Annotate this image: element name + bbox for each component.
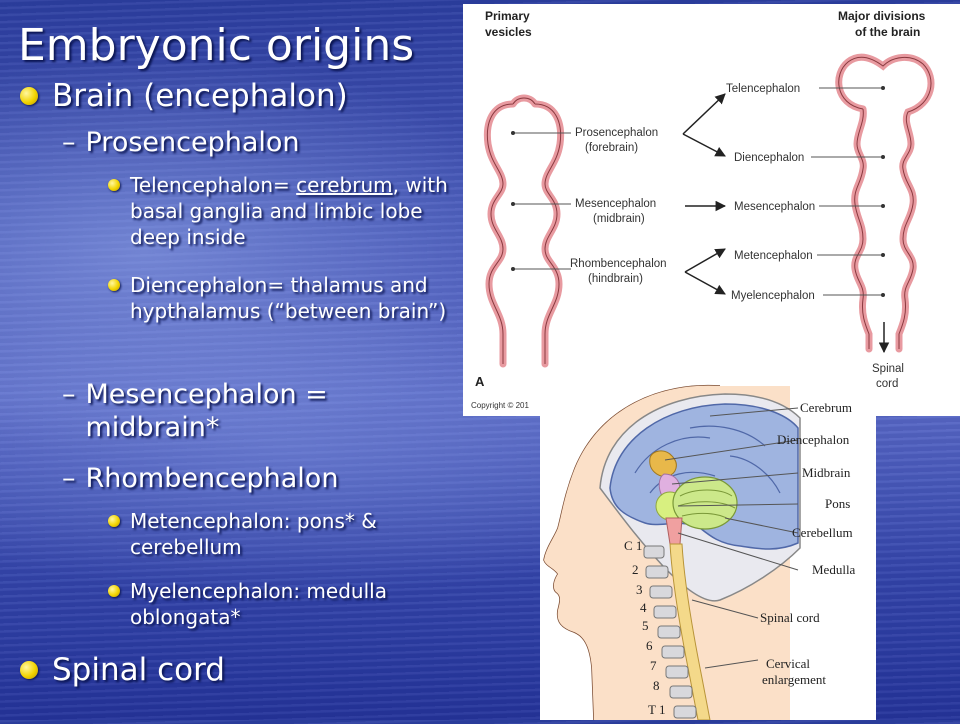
vertebra-label: 2 — [632, 562, 639, 577]
vertebra-label: T 1 — [648, 702, 665, 717]
label-mesencephalon: Mesencephalon — [575, 198, 656, 210]
bullet-mesencephalon: – Mesencephalon = midbrain* — [62, 378, 392, 444]
vertebra-label: 8 — [653, 678, 660, 693]
label-forebrain: (forebrain) — [585, 142, 638, 154]
bullet-prosencephalon-text: Prosencephalon — [85, 127, 300, 158]
bullet-telencephalon-text: Telencephalon= cerebrum, with basal gang… — [130, 173, 448, 249]
bullet-rhombencephalon: – Rhombencephalon — [62, 462, 338, 495]
label-midbrain: (midbrain) — [593, 213, 645, 225]
label-cervical: Cervical — [766, 656, 810, 671]
bullet-dot-icon — [108, 585, 120, 597]
label-leaders — [664, 407, 799, 669]
bullet-spinal-text: Spinal cord — [52, 652, 225, 688]
label-pons: Pons — [825, 496, 850, 511]
divisions-tube — [835, 53, 935, 353]
label-hindbrain: (hindbrain) — [588, 273, 643, 285]
diencephalon-shape — [649, 450, 677, 477]
label-myelencephalon: Myelencephalon — [731, 290, 815, 302]
bullet-brain-text: Brain (encephalon) — [52, 78, 348, 114]
header-divisions-1: Major divisions — [838, 9, 926, 23]
bullet-dot-icon — [20, 87, 38, 105]
bullet-mesencephalon-text: Mesencephalon = midbrain* — [85, 379, 328, 443]
vesicles-diagram: Primary vesicles Major divisions of the … — [471, 9, 935, 410]
figure-brain-sagittal: Cerebrum Diencephalon Midbrain Pons Cere… — [540, 378, 876, 721]
label-metencephalon: Metencephalon — [734, 250, 813, 262]
bullet-prosencephalon: – Prosencephalon — [62, 126, 300, 159]
bullet-diencephalon-text: Diencephalon= thalamus and hypthalamus (… — [130, 273, 447, 323]
cerebellum-shape — [672, 476, 738, 530]
label-enlargement: enlargement — [762, 672, 826, 687]
vertebra-label: 4 — [640, 600, 647, 615]
label-cerebrum: Cerebrum — [800, 400, 852, 415]
copyright-text: Copyright © 201 — [471, 401, 529, 410]
vertebra-label: 6 — [646, 638, 653, 653]
label-diencephalon-b: Diencephalon — [777, 432, 850, 447]
label-telencephalon: Telencephalon — [726, 83, 800, 95]
bullet-metencephalon: Metencephalon: pons* & cerebellum — [108, 508, 438, 560]
cerebrum-folds — [634, 425, 781, 519]
primary-vesicle-tube — [483, 94, 565, 368]
vertebra-label: C 1 — [624, 538, 642, 553]
label-spinal-2: cord — [876, 378, 898, 390]
label-spinal-cord-b: Spinal cord — [760, 610, 820, 625]
bullet-dot-icon — [20, 661, 38, 679]
leader-dot — [511, 267, 515, 271]
bullet-dot-icon — [108, 515, 120, 527]
bullet-myelencephalon: Myelencephalon: medulla oblongata* — [108, 578, 448, 630]
arrow-to-myelencephalon — [684, 271, 726, 295]
bullet-spinal-cord: Spinal cord — [20, 652, 225, 688]
label-prosencephalon: Prosencephalon — [575, 127, 658, 139]
bullet-myelencephalon-text: Myelencephalon: medulla oblongata* — [130, 579, 387, 629]
dash-marker: – — [62, 127, 76, 158]
header-primary-1: Primary — [485, 9, 530, 23]
leader-dot — [511, 131, 515, 135]
label-mesencephalon-div: Mesencephalon — [734, 201, 815, 213]
bullet-rhombencephalon-text: Rhombencephalon — [85, 463, 339, 494]
header-primary-2: vesicles — [485, 25, 532, 39]
bullet-dot-icon — [108, 279, 120, 291]
bullet-metencephalon-text: Metencephalon: pons* & cerebellum — [130, 509, 377, 559]
leader-dot — [881, 253, 885, 257]
dash-marker: – — [62, 463, 76, 494]
bullet-telencephalon: Telencephalon= cerebrum, with basal gang… — [108, 172, 453, 250]
figure-primary-vesicles: Primary vesicles Major divisions of the … — [463, 4, 960, 416]
label-medulla: Medulla — [812, 562, 856, 577]
bullet-dot-icon — [108, 179, 120, 191]
arrow-to-telencephalon — [682, 93, 726, 135]
label-rhombencephalon: Rhombencephalon — [570, 258, 667, 270]
panel-letter: A — [475, 374, 485, 389]
label-cerebellum: Cerebellum — [792, 525, 853, 540]
leader-dot — [881, 204, 885, 208]
bullet-brain: Brain (encephalon) — [20, 78, 348, 114]
label-spinal-1: Spinal — [872, 363, 904, 375]
label-diencephalon: Diencephalon — [734, 152, 804, 164]
slide-title: Embryonic origins — [18, 20, 415, 71]
vertebrae — [643, 545, 697, 719]
vertebra-label: 7 — [650, 658, 657, 673]
brain-sagittal-diagram: Cerebrum Diencephalon Midbrain Pons Cere… — [543, 384, 856, 721]
leader-dot — [881, 293, 885, 297]
cerebrum-link[interactable]: cerebrum — [296, 173, 393, 197]
arrow-to-metencephalon — [684, 248, 726, 273]
leader-dot — [511, 202, 515, 206]
bullet-diencephalon: Diencephalon= thalamus and hypthalamus (… — [108, 272, 463, 324]
vertebra-label: 3 — [636, 582, 643, 597]
vertebra-label: 5 — [642, 618, 649, 633]
leader-dot — [881, 155, 885, 159]
label-midbrain-b: Midbrain — [802, 465, 851, 480]
arrow-to-diencephalon — [682, 133, 726, 157]
leader-dot — [881, 86, 885, 90]
dash-marker: – — [62, 379, 76, 410]
header-divisions-2: of the brain — [855, 25, 920, 39]
